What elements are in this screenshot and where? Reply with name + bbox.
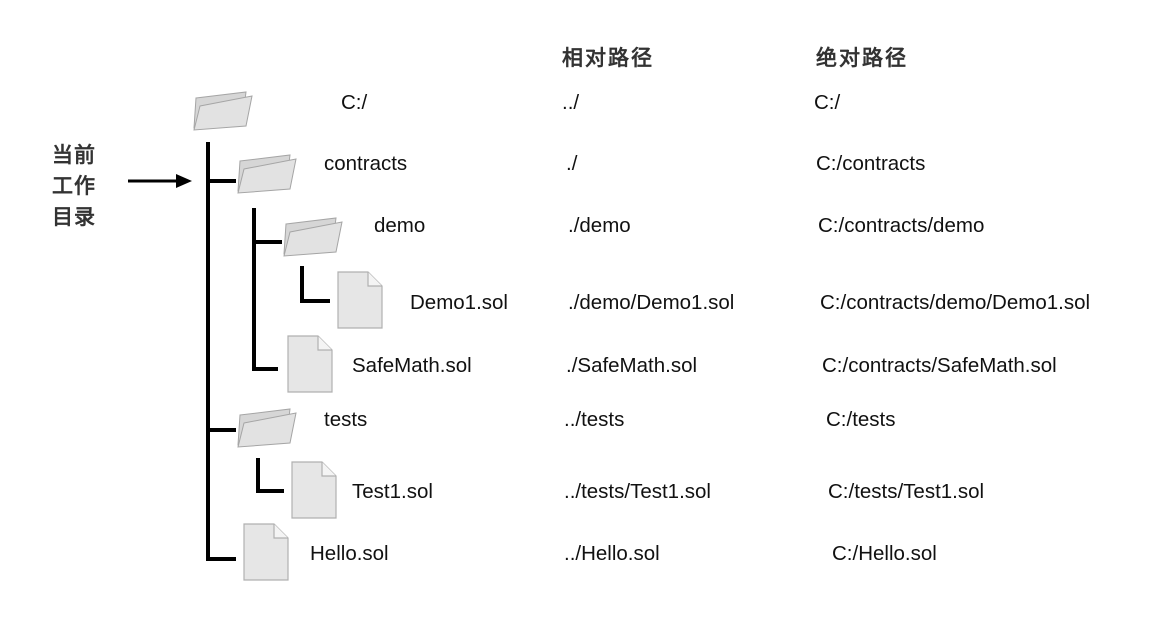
current-dir-label: 当前 工作 目录 <box>52 140 96 233</box>
file-icon <box>291 461 337 519</box>
current-dir-label-line-2: 工作 <box>52 174 96 198</box>
folder-icon <box>237 408 297 448</box>
entry-name-safemath: SafeMath.sol <box>352 354 472 377</box>
header-absolute-path: 绝对路径 <box>816 46 908 70</box>
entry-name-hello: Hello.sol <box>310 542 389 565</box>
file-icon <box>243 523 289 581</box>
relative-path-tests: ../tests <box>564 408 625 431</box>
entry-name-test1: Test1.sol <box>352 480 433 503</box>
absolute-path-safemath: C:/contracts/SafeMath.sol <box>822 354 1057 377</box>
entry-name-root: C:/ <box>341 91 368 114</box>
absolute-path-test1: C:/tests/Test1.sol <box>828 480 985 503</box>
file-icon <box>287 335 333 393</box>
entry-name-contracts: contracts <box>324 152 408 175</box>
absolute-path-hello: C:/Hello.sol <box>832 542 937 565</box>
absolute-path-root: C:/ <box>814 91 841 114</box>
current-dir-label-line-3: 目录 <box>52 205 96 229</box>
entry-name-tests: tests <box>324 408 368 431</box>
folder-icon <box>193 91 253 131</box>
entry-name-demo1: Demo1.sol <box>410 291 508 314</box>
header-relative-path: 相对路径 <box>562 46 654 70</box>
relative-path-demo: ./demo <box>568 214 631 237</box>
relative-path-test1: ../tests/Test1.sol <box>564 480 711 503</box>
current-dir-label-line-1: 当前 <box>52 143 96 167</box>
arrow-right-icon <box>128 174 192 188</box>
entry-name-demo: demo <box>374 214 426 237</box>
folder-icon <box>283 217 343 257</box>
relative-path-demo1: ./demo/Demo1.sol <box>568 291 735 314</box>
relative-path-safemath: ./SafeMath.sol <box>566 354 698 377</box>
absolute-path-demo: C:/contracts/demo <box>818 214 985 237</box>
absolute-path-contracts: C:/contracts <box>816 152 926 175</box>
absolute-path-demo1: C:/contracts/demo/Demo1.sol <box>820 291 1091 314</box>
relative-path-hello: ../Hello.sol <box>564 542 660 565</box>
file-icon <box>337 271 383 329</box>
absolute-path-tests: C:/tests <box>826 408 896 431</box>
folder-icon <box>237 154 297 194</box>
relative-path-root: ../ <box>562 91 580 114</box>
relative-path-contracts: ./ <box>566 152 578 175</box>
